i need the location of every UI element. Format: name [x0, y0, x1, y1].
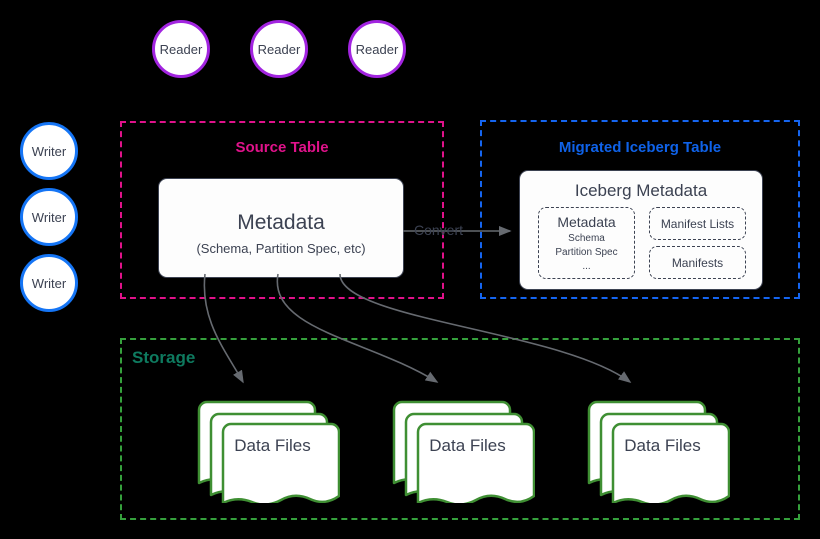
source-metadata-subtitle: (Schema, Partition Spec, etc)	[196, 241, 366, 256]
writer-label: Writer	[31, 275, 67, 291]
iceberg-metadata-partition-spec-line: Partition Spec	[555, 247, 618, 258]
iceberg-metadata-subbox[interactable]: Metadata Schema Partition Spec ...	[538, 207, 635, 279]
reader-label: Reader	[159, 41, 203, 57]
iceberg-metadata-schema-line: Schema	[568, 233, 605, 244]
data-files-icon	[392, 400, 535, 503]
reader-label: Reader	[257, 41, 301, 57]
iceberg-metadata-subbox-title: Metadata	[557, 214, 616, 230]
writer-label: Writer	[31, 209, 67, 225]
data-files-stack-1[interactable]: Data Files	[195, 398, 340, 503]
data-files-stack-3[interactable]: Data Files	[585, 398, 730, 503]
reader-node-2[interactable]: Reader	[250, 20, 308, 78]
migrated-table-title: Migrated Iceberg Table	[558, 139, 722, 156]
reader-label: Reader	[355, 41, 399, 57]
reader-node-3[interactable]: Reader	[348, 20, 406, 78]
writer-node-2[interactable]: Writer	[20, 188, 78, 246]
manifest-lists-box[interactable]: Manifest Lists	[649, 207, 746, 240]
storage-title: Storage	[132, 348, 196, 367]
source-table-group: Source Table Metadata (Schema, Partition…	[120, 121, 444, 299]
manifests-label: Manifests	[671, 255, 724, 270]
manifests-box[interactable]: Manifests	[649, 246, 746, 279]
source-table-title: Source Table	[235, 139, 329, 156]
writer-node-3[interactable]: Writer	[20, 254, 78, 312]
source-metadata-title: Metadata	[237, 211, 325, 234]
data-files-stack-2[interactable]: Data Files	[390, 398, 535, 503]
iceberg-metadata-title: Iceberg Metadata	[574, 181, 708, 200]
migrated-iceberg-table-group: Migrated Iceberg Table Iceberg Metadata …	[480, 120, 800, 299]
writer-label: Writer	[31, 143, 67, 159]
reader-node-1[interactable]: Reader	[152, 20, 210, 78]
convert-arrow-label: Convert	[414, 222, 464, 238]
iceberg-metadata-card[interactable]: Iceberg Metadata Metadata Schema Partiti…	[519, 170, 763, 290]
data-files-icon	[587, 400, 730, 503]
manifest-lists-label: Manifest Lists	[660, 216, 735, 231]
source-metadata-card[interactable]: Metadata (Schema, Partition Spec, etc)	[158, 178, 404, 278]
data-files-icon	[197, 400, 340, 503]
writer-node-1[interactable]: Writer	[20, 122, 78, 180]
iceberg-metadata-ellipsis-line: ...	[582, 261, 591, 272]
